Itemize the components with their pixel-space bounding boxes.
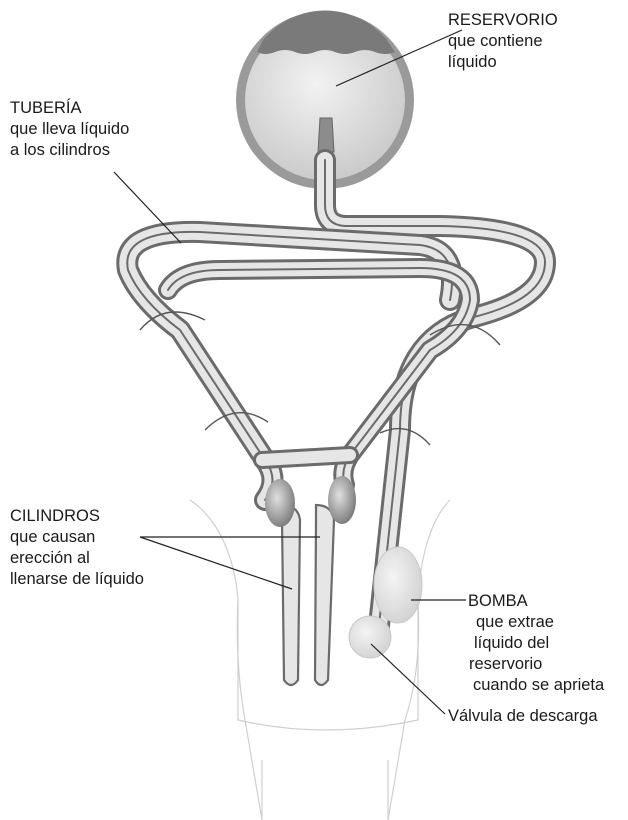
- tubing-label: TUBERÍA que lleva líquido a los cilindro…: [10, 98, 129, 161]
- pump-label-title: BOMBA: [466, 591, 604, 612]
- right-cylinder-bulb: [328, 476, 356, 524]
- reservoir-label-title: RESERVORIO: [448, 10, 558, 31]
- cylinders-label-title: CILINDROS: [10, 506, 144, 527]
- leader-valve: [371, 644, 445, 714]
- reservoir-fluid-surface: [257, 11, 395, 54]
- pump-label-line2: líquido del: [466, 633, 604, 654]
- pump-label: BOMBA que extrae líquido del reservorio …: [466, 591, 604, 696]
- pump: [349, 547, 422, 658]
- valve-label-title: Válvula de descarga: [448, 706, 598, 727]
- pump-bulb: [374, 547, 422, 623]
- leader-cylinders-a: [140, 537, 292, 589]
- left-cylinder: [282, 505, 300, 685]
- cylinders-label: CILINDROS que causan erección al llenars…: [10, 506, 144, 590]
- pump-label-line3: reservorio: [466, 654, 604, 675]
- reservoir-label: RESERVORIO que contiene líquido: [448, 10, 558, 73]
- cylinders-label-line3: llenarse de líquido: [10, 569, 144, 590]
- left-cylinder-bulb: [265, 479, 295, 527]
- pump-label-line4: cuando se aprieta: [466, 675, 604, 696]
- tubing: [127, 160, 545, 635]
- right-cylinder: [315, 505, 334, 685]
- cylinders-label-line1: que causan: [10, 527, 144, 548]
- reservoir-label-line2: líquido: [448, 52, 558, 73]
- tubing-label-title: TUBERÍA: [10, 98, 129, 119]
- release-valve: [349, 616, 391, 658]
- reservoir-valve: [318, 118, 334, 152]
- pump-label-line1: que extrae: [466, 612, 604, 633]
- cylinders: [265, 476, 356, 685]
- cylinders-label-line2: erección al: [10, 548, 144, 569]
- valve-label: Válvula de descarga: [448, 706, 598, 727]
- reservoir-label-line1: que contiene: [448, 31, 558, 52]
- tubing-label-line2: a los cilindros: [10, 140, 129, 161]
- tubing-label-line1: que lleva líquido: [10, 119, 129, 140]
